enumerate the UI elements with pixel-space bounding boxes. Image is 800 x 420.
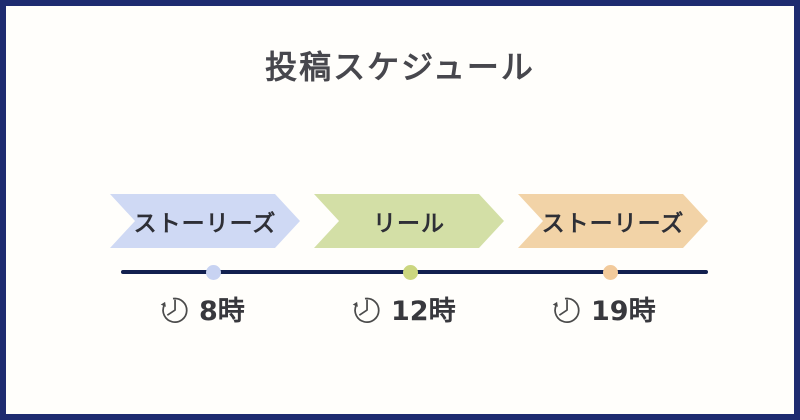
time-group-2: 12時 xyxy=(347,289,456,328)
time-label-3: 19時 xyxy=(591,296,656,327)
timeline-dot-3 xyxy=(603,265,618,280)
arrow-step-1: ストーリーズ xyxy=(110,194,300,248)
schedule-arrow-row: ストーリーズ リール ストーリーズ xyxy=(110,194,708,248)
clock-icon xyxy=(552,297,580,323)
time-label-1: 8時 xyxy=(199,296,245,327)
clock-icon xyxy=(352,297,380,323)
arrow-step-3-label: ストーリーズ xyxy=(541,211,685,237)
timeline-dot-2 xyxy=(403,265,418,280)
arrow-step-1-label: ストーリーズ xyxy=(133,211,277,237)
arrow-step-3: ストーリーズ xyxy=(518,194,708,248)
page-title: 投稿スケジュール xyxy=(265,48,535,86)
time-label-2: 12時 xyxy=(391,296,456,327)
clock-icon xyxy=(160,297,188,323)
time-group-3: 19時 xyxy=(547,289,656,328)
time-group-1: 8時 xyxy=(155,289,245,328)
arrow-step-2-label: リール xyxy=(373,211,445,237)
arrow-step-2: リール xyxy=(314,194,504,248)
timeline-dot-1 xyxy=(206,265,221,280)
